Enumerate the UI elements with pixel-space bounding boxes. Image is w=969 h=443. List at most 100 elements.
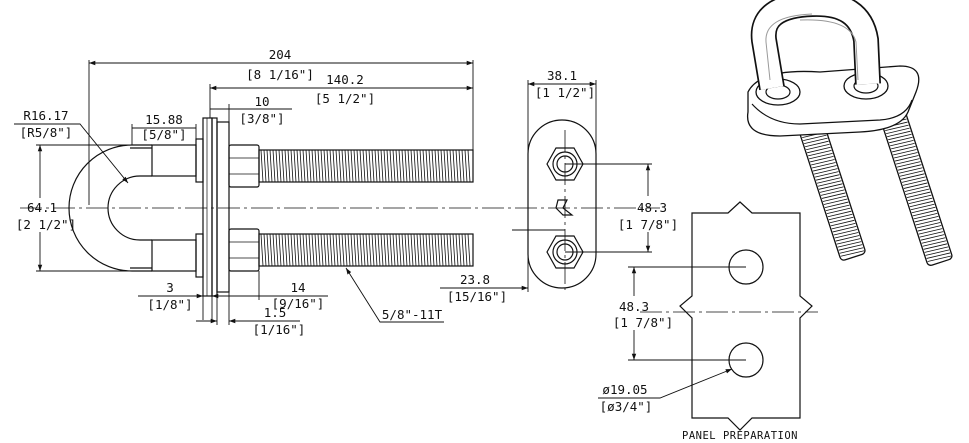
thread-line — [308, 233, 312, 267]
thread-line — [353, 149, 357, 183]
thread-line — [350, 233, 354, 267]
thread-line — [332, 149, 336, 183]
thread-line — [389, 233, 393, 267]
iso-thread-line — [807, 146, 831, 154]
thread-line — [266, 149, 270, 183]
hole-in: [ø3/4"] — [600, 399, 653, 414]
thread-line — [284, 233, 288, 267]
iso-thread-line — [897, 164, 922, 171]
thread-line — [407, 149, 411, 183]
dim-side-width: 38.1 [1 1/2"] — [527, 68, 597, 155]
thread-line — [446, 149, 450, 183]
thread-line — [311, 233, 315, 267]
iso-thread-line — [835, 235, 860, 242]
thread-line — [380, 149, 384, 183]
side-offset-in: [15/16"] — [447, 289, 507, 304]
thread-line — [281, 233, 285, 267]
thread-line — [344, 233, 348, 267]
iso-thread-line — [893, 152, 918, 159]
iso-thread-line — [815, 174, 840, 181]
thread-line — [302, 233, 306, 267]
thread-line — [455, 149, 459, 183]
thread-line — [398, 149, 402, 183]
thread-line — [263, 149, 267, 183]
thread-line — [401, 233, 405, 267]
thread-line — [260, 149, 264, 183]
iso-thread-line — [923, 243, 948, 250]
thread-line — [437, 233, 441, 267]
u-bend-outer — [68, 144, 152, 272]
thread-line — [410, 149, 414, 183]
side-width-in: [1 1/2"] — [535, 85, 595, 100]
thread-line — [323, 149, 327, 183]
iso-thread-line — [809, 156, 834, 163]
iso-thread-line — [914, 216, 939, 223]
iso-thread-line — [900, 173, 925, 180]
thread-line — [422, 233, 426, 267]
thread-line — [377, 233, 381, 267]
iso-thread-line — [826, 207, 851, 215]
thread-line — [329, 233, 333, 267]
thread-line — [287, 149, 291, 183]
iso-rod-left — [798, 120, 866, 261]
thread-line — [461, 149, 465, 183]
iso-thread-line — [903, 182, 928, 189]
iso-thread-line — [915, 219, 940, 226]
iso-thread-line — [821, 192, 846, 199]
thread-line — [371, 149, 375, 183]
dim-thread: 140.2 [5 1/2"] — [209, 72, 473, 118]
iso-thread-line — [895, 158, 920, 165]
iso-thread-line — [803, 134, 827, 142]
thread-line — [455, 233, 459, 267]
iso-thread-line — [812, 165, 837, 172]
thread-line — [323, 233, 327, 267]
dim-height: 64.1 [2 1/2"] — [16, 144, 132, 272]
thread-line — [422, 149, 426, 183]
iso-thread-line — [912, 209, 937, 217]
iso-thread-line — [828, 213, 853, 221]
inner-nut-lower — [195, 233, 204, 278]
thread-line — [443, 149, 447, 183]
radius-mm: R16.17 — [23, 108, 68, 123]
iso-thread-line — [925, 249, 950, 256]
thread-line — [296, 149, 300, 183]
thread-line — [374, 149, 378, 183]
thread-line — [356, 233, 360, 267]
upper-shoulder — [151, 144, 197, 177]
thread-line — [353, 233, 357, 267]
thread-line — [350, 149, 354, 183]
thread-line — [281, 149, 285, 183]
thread-line — [347, 149, 351, 183]
thread-line — [266, 233, 270, 267]
thread-line — [434, 233, 438, 267]
thread-line — [431, 149, 435, 183]
iso-thread-line — [911, 206, 936, 214]
iso-thread-line — [819, 186, 844, 193]
thread-spec-callout: 5/8"-11T — [345, 267, 444, 323]
thread-line — [311, 149, 315, 183]
iso-thread-line — [818, 183, 843, 190]
thread-line — [419, 233, 423, 267]
nut-mm: 10 — [254, 94, 269, 109]
thread-line — [392, 149, 396, 183]
dim-overall: 204 [8 1/16"] — [88, 47, 474, 205]
iso-thread-line — [824, 201, 849, 208]
thread-line — [410, 233, 414, 267]
thread-line — [293, 149, 297, 183]
dim-bend: 15.88 [5/8"] — [131, 112, 197, 145]
iso-thread-line — [899, 170, 924, 177]
thread-line — [428, 149, 432, 183]
iso-thread-line — [891, 146, 916, 153]
iso-thread-line — [909, 200, 934, 208]
iso-thread-line — [896, 161, 921, 168]
thread-line — [368, 233, 372, 267]
iso-thread-line — [901, 176, 926, 183]
thread-line — [383, 149, 387, 183]
overall-mm: 204 — [269, 47, 292, 62]
thread-line — [347, 233, 351, 267]
iso-thread-line — [811, 162, 836, 169]
iso-thread-line — [910, 203, 935, 211]
dim-plate: 3 [1/8"] — [138, 280, 232, 320]
thread-line — [467, 233, 471, 267]
iso-thread-line — [836, 238, 861, 245]
